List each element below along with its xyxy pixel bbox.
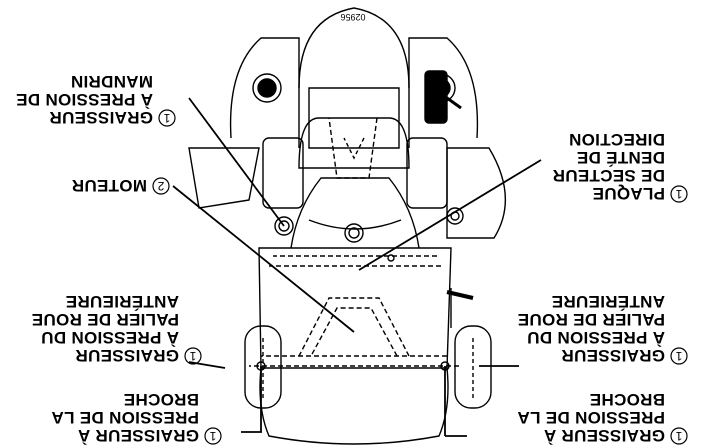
callout-line: BROCHE (124, 390, 199, 409)
front-axle (249, 355, 459, 367)
seat-back (308, 87, 400, 149)
rear-wheel-left-hub (431, 78, 451, 98)
front-wheel-left (454, 325, 492, 409)
callout-line: GRAISSEUR (561, 346, 665, 365)
callout-line: PALIER DE ROUE (518, 310, 665, 329)
callout-line: À PRESSION DU (41, 328, 179, 347)
rear-fender-right (229, 37, 300, 148)
leader-engine (172, 185, 355, 333)
callout-line: À PRESSION DU (527, 328, 665, 347)
leader-wheel-bearing-left (188, 361, 226, 369)
callout-number: 1 (675, 349, 682, 363)
callout-number: 2 (157, 179, 164, 193)
callout-line: GRAISSEUR À (78, 426, 199, 445)
callout-line: BROCHE (590, 390, 665, 409)
right-fender (188, 147, 260, 209)
callout-number-circle (670, 347, 688, 365)
callout-line: GRAISSEUR À (544, 426, 665, 445)
engine-hood (258, 247, 452, 369)
callout-number-circle (204, 427, 222, 445)
front-hood (259, 367, 449, 445)
leader-spindle-left (241, 366, 262, 433)
callout-number-circle (670, 427, 688, 445)
figure-code: 02956 (340, 12, 365, 22)
grease-fitting-mandrel (278, 220, 290, 232)
grease-fitting-center (348, 227, 360, 239)
leader-lines (172, 97, 542, 437)
side-panel-left (406, 137, 448, 209)
rear-deck (298, 7, 410, 89)
callout-line: DE SECTEUR (552, 166, 665, 185)
callout-line: GRAISSEUR (75, 346, 179, 365)
callout-number-circle (152, 177, 170, 195)
callout-6: 2 MOTEUR (72, 176, 170, 195)
callout-line: PRESSION DE LA (517, 408, 665, 427)
callout-line: ANTÉRIEURE (551, 292, 665, 311)
callout-number-circle (184, 347, 202, 365)
callout-line: ANTÉRIEURE (65, 292, 179, 311)
callout-line: MANDRIN (71, 72, 153, 91)
callout-number-circle (158, 109, 176, 127)
callout-number: 1 (675, 429, 682, 443)
callout-line: GRAISSEUR (49, 108, 153, 127)
rear-wheel-right-hub (257, 78, 277, 98)
callout-line: PALIER DE ROUE (32, 310, 179, 329)
callout-line: DIRECTION (569, 130, 665, 149)
seat (298, 117, 410, 169)
leader-mandrel (188, 97, 285, 227)
side-panel-right (262, 137, 304, 209)
callout-line: DENTÉ DE (577, 148, 665, 167)
front-wheel-right (244, 325, 282, 409)
callout-number-circle (670, 185, 688, 203)
callout-line: PLAQUE (592, 184, 665, 203)
leader-sector-plate (358, 159, 542, 271)
callout-number: 1 (163, 111, 170, 125)
callout-number: 1 (209, 429, 216, 443)
callout-number: 1 (189, 349, 196, 363)
tractor-drawing (188, 7, 507, 445)
rear-fender-left (408, 37, 479, 148)
callout-line: À PRESSION DE (16, 90, 153, 109)
callout-line: PRESSION DE LA (51, 408, 199, 427)
callout-number: 1 (675, 187, 682, 201)
callout-line: MOTEUR (72, 176, 147, 195)
